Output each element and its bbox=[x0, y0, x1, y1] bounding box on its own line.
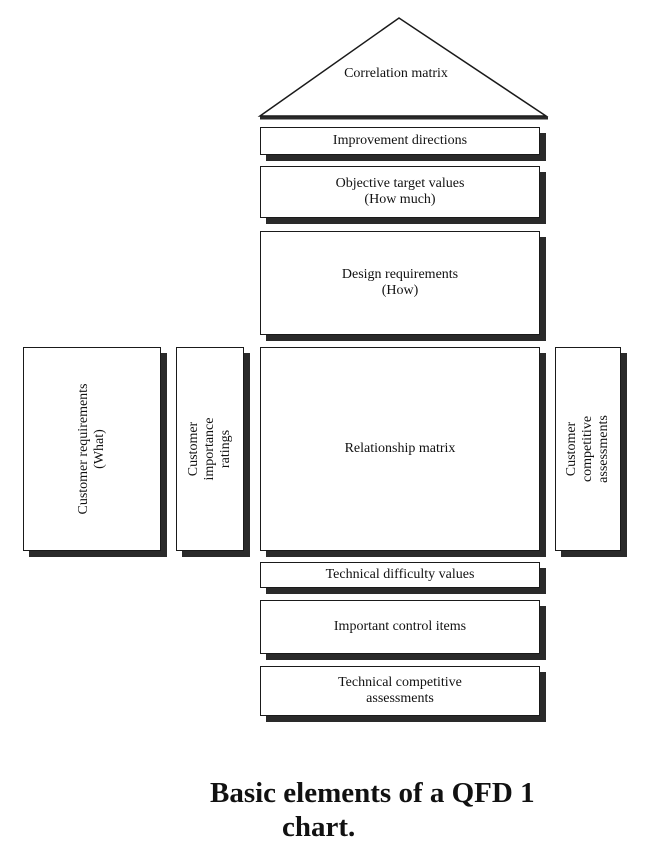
design-requirements-box: Design requirements (How) bbox=[260, 231, 540, 335]
customer-competitive-assessments-box: Customer competitive assessments bbox=[555, 347, 621, 551]
figure-caption: Basic elements of a QFD 1 chart. bbox=[210, 776, 630, 844]
design-requirements-label: Design requirements (How) bbox=[341, 267, 459, 298]
technical-competitive-assessments-label: Technical competitive assessments bbox=[338, 675, 462, 706]
customer-requirements-box: Customer requirements (What) bbox=[23, 347, 161, 551]
technical-difficulty-values-label: Technical difficulty values bbox=[325, 567, 475, 582]
correlation-matrix-roof bbox=[257, 17, 549, 120]
improvement-directions-box: Improvement directions bbox=[260, 127, 540, 155]
relationship-matrix-label: Relationship matrix bbox=[344, 441, 456, 456]
objective-target-values-label: Objective target values (How much) bbox=[335, 176, 465, 207]
caption-line-2: chart. bbox=[282, 811, 356, 843]
customer-importance-ratings-box: Customer importance ratings bbox=[176, 347, 244, 551]
customer-competitive-assessments-label: Customer competitive assessments bbox=[564, 415, 612, 483]
technical-competitive-assessments-box: Technical competitive assessments bbox=[260, 666, 540, 716]
important-control-items-box: Important control items bbox=[260, 600, 540, 654]
improvement-directions-label: Improvement directions bbox=[332, 133, 468, 148]
customer-importance-ratings-label: Customer importance ratings bbox=[186, 417, 233, 481]
important-control-items-label: Important control items bbox=[333, 619, 467, 634]
objective-target-values-box: Objective target values (How much) bbox=[260, 166, 540, 218]
technical-difficulty-values-box: Technical difficulty values bbox=[260, 562, 540, 588]
caption-line-1: Basic elements of a QFD 1 bbox=[210, 777, 535, 809]
correlation-matrix-label: Correlation matrix bbox=[344, 66, 448, 81]
customer-requirements-label: Customer requirements (What) bbox=[76, 383, 107, 515]
relationship-matrix-box: Relationship matrix bbox=[260, 347, 540, 551]
